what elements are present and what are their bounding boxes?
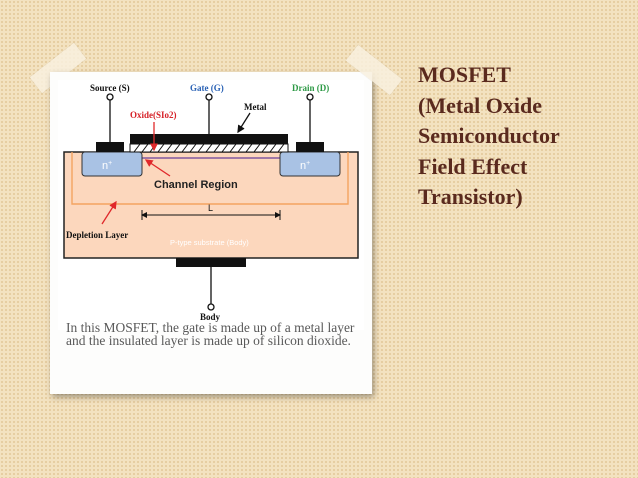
channel-region-label: Channel Region xyxy=(154,179,238,191)
drain-terminal xyxy=(306,93,314,101)
source-label: Source (S) xyxy=(90,83,130,93)
depletion-layer-label: Depletion Layer xyxy=(66,230,128,240)
drain-label: Drain (D) xyxy=(292,83,329,93)
title-line-2: (Metal Oxide xyxy=(418,92,543,118)
n-plus-label-left: n+ xyxy=(102,160,112,172)
gate-metal xyxy=(130,134,288,144)
length-label: L xyxy=(208,203,213,213)
channel-arrow xyxy=(144,159,171,177)
image-card: n+ n+ xyxy=(50,72,372,394)
title-line-5: Transistor) xyxy=(418,184,523,209)
depletion-boundary xyxy=(71,152,349,205)
metal-arrow xyxy=(237,112,251,134)
body-terminal xyxy=(207,303,215,311)
metal-label: Metal xyxy=(244,102,267,112)
oxide-label: Oxide(SIo2) xyxy=(130,110,177,120)
title-line-3: Semiconductor xyxy=(418,123,560,148)
title-line-1: MOSFET xyxy=(418,62,511,87)
source-terminal xyxy=(106,93,114,101)
substrate-label: P-type substrate (Body) xyxy=(170,238,249,247)
mosfet-diagram: n+ n+ xyxy=(58,80,364,330)
caption-text: In this MOSFET, the gate is made up of a… xyxy=(66,320,355,348)
gate-label: Gate (G) xyxy=(190,83,224,93)
drain-contact xyxy=(296,142,324,152)
body-label: Body xyxy=(200,312,221,322)
depletion-arrow xyxy=(101,200,117,225)
slide-title: MOSFET (Metal Oxide Semiconductor Field … xyxy=(418,60,628,213)
n-plus-label-right: n+ xyxy=(300,160,310,172)
mosfet-diagram-svg: n+ n+ xyxy=(63,83,359,322)
body-contact xyxy=(176,258,246,267)
source-contact xyxy=(96,142,124,152)
title-line-4: Field Effect xyxy=(418,153,528,179)
gate-terminal xyxy=(205,93,213,101)
